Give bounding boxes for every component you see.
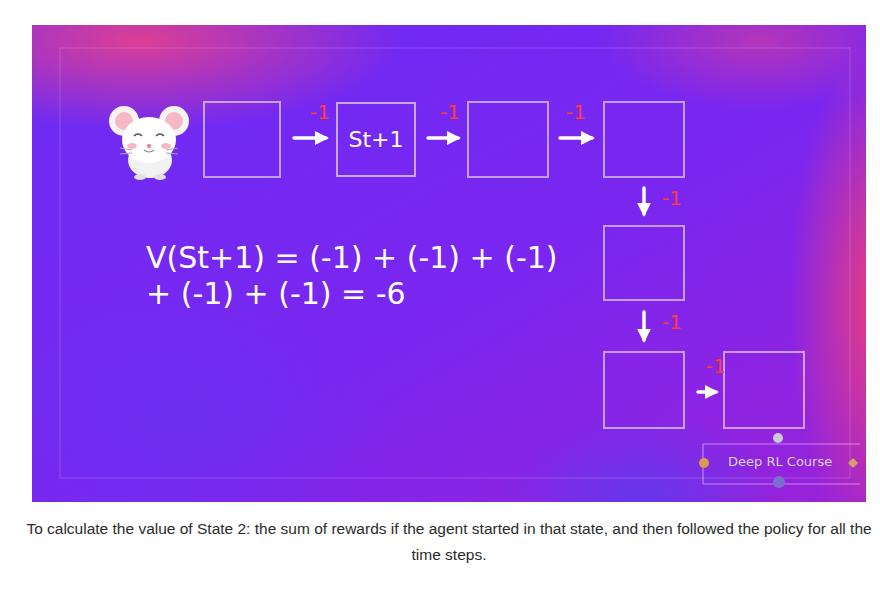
mouse-icon [109,106,189,180]
state-box: St+1 [336,102,416,177]
reward-value: -1 [706,354,726,378]
watermark-frame [699,433,860,488]
reward-value: -1 [310,100,330,124]
state-label: St+1 [348,127,403,152]
reward-value: -1 [662,310,682,334]
figure-caption: To calculate the value of State 2: the s… [24,516,874,568]
reward-value: -1 [662,186,682,210]
reward-value: -1 [440,100,460,124]
value-formula: V(St+1) = (-1) + (-1) + (-1) + (-1) + (-… [146,240,586,312]
reward-value: -1 [566,100,586,124]
watermark-text: Deep RL Course [728,454,832,469]
